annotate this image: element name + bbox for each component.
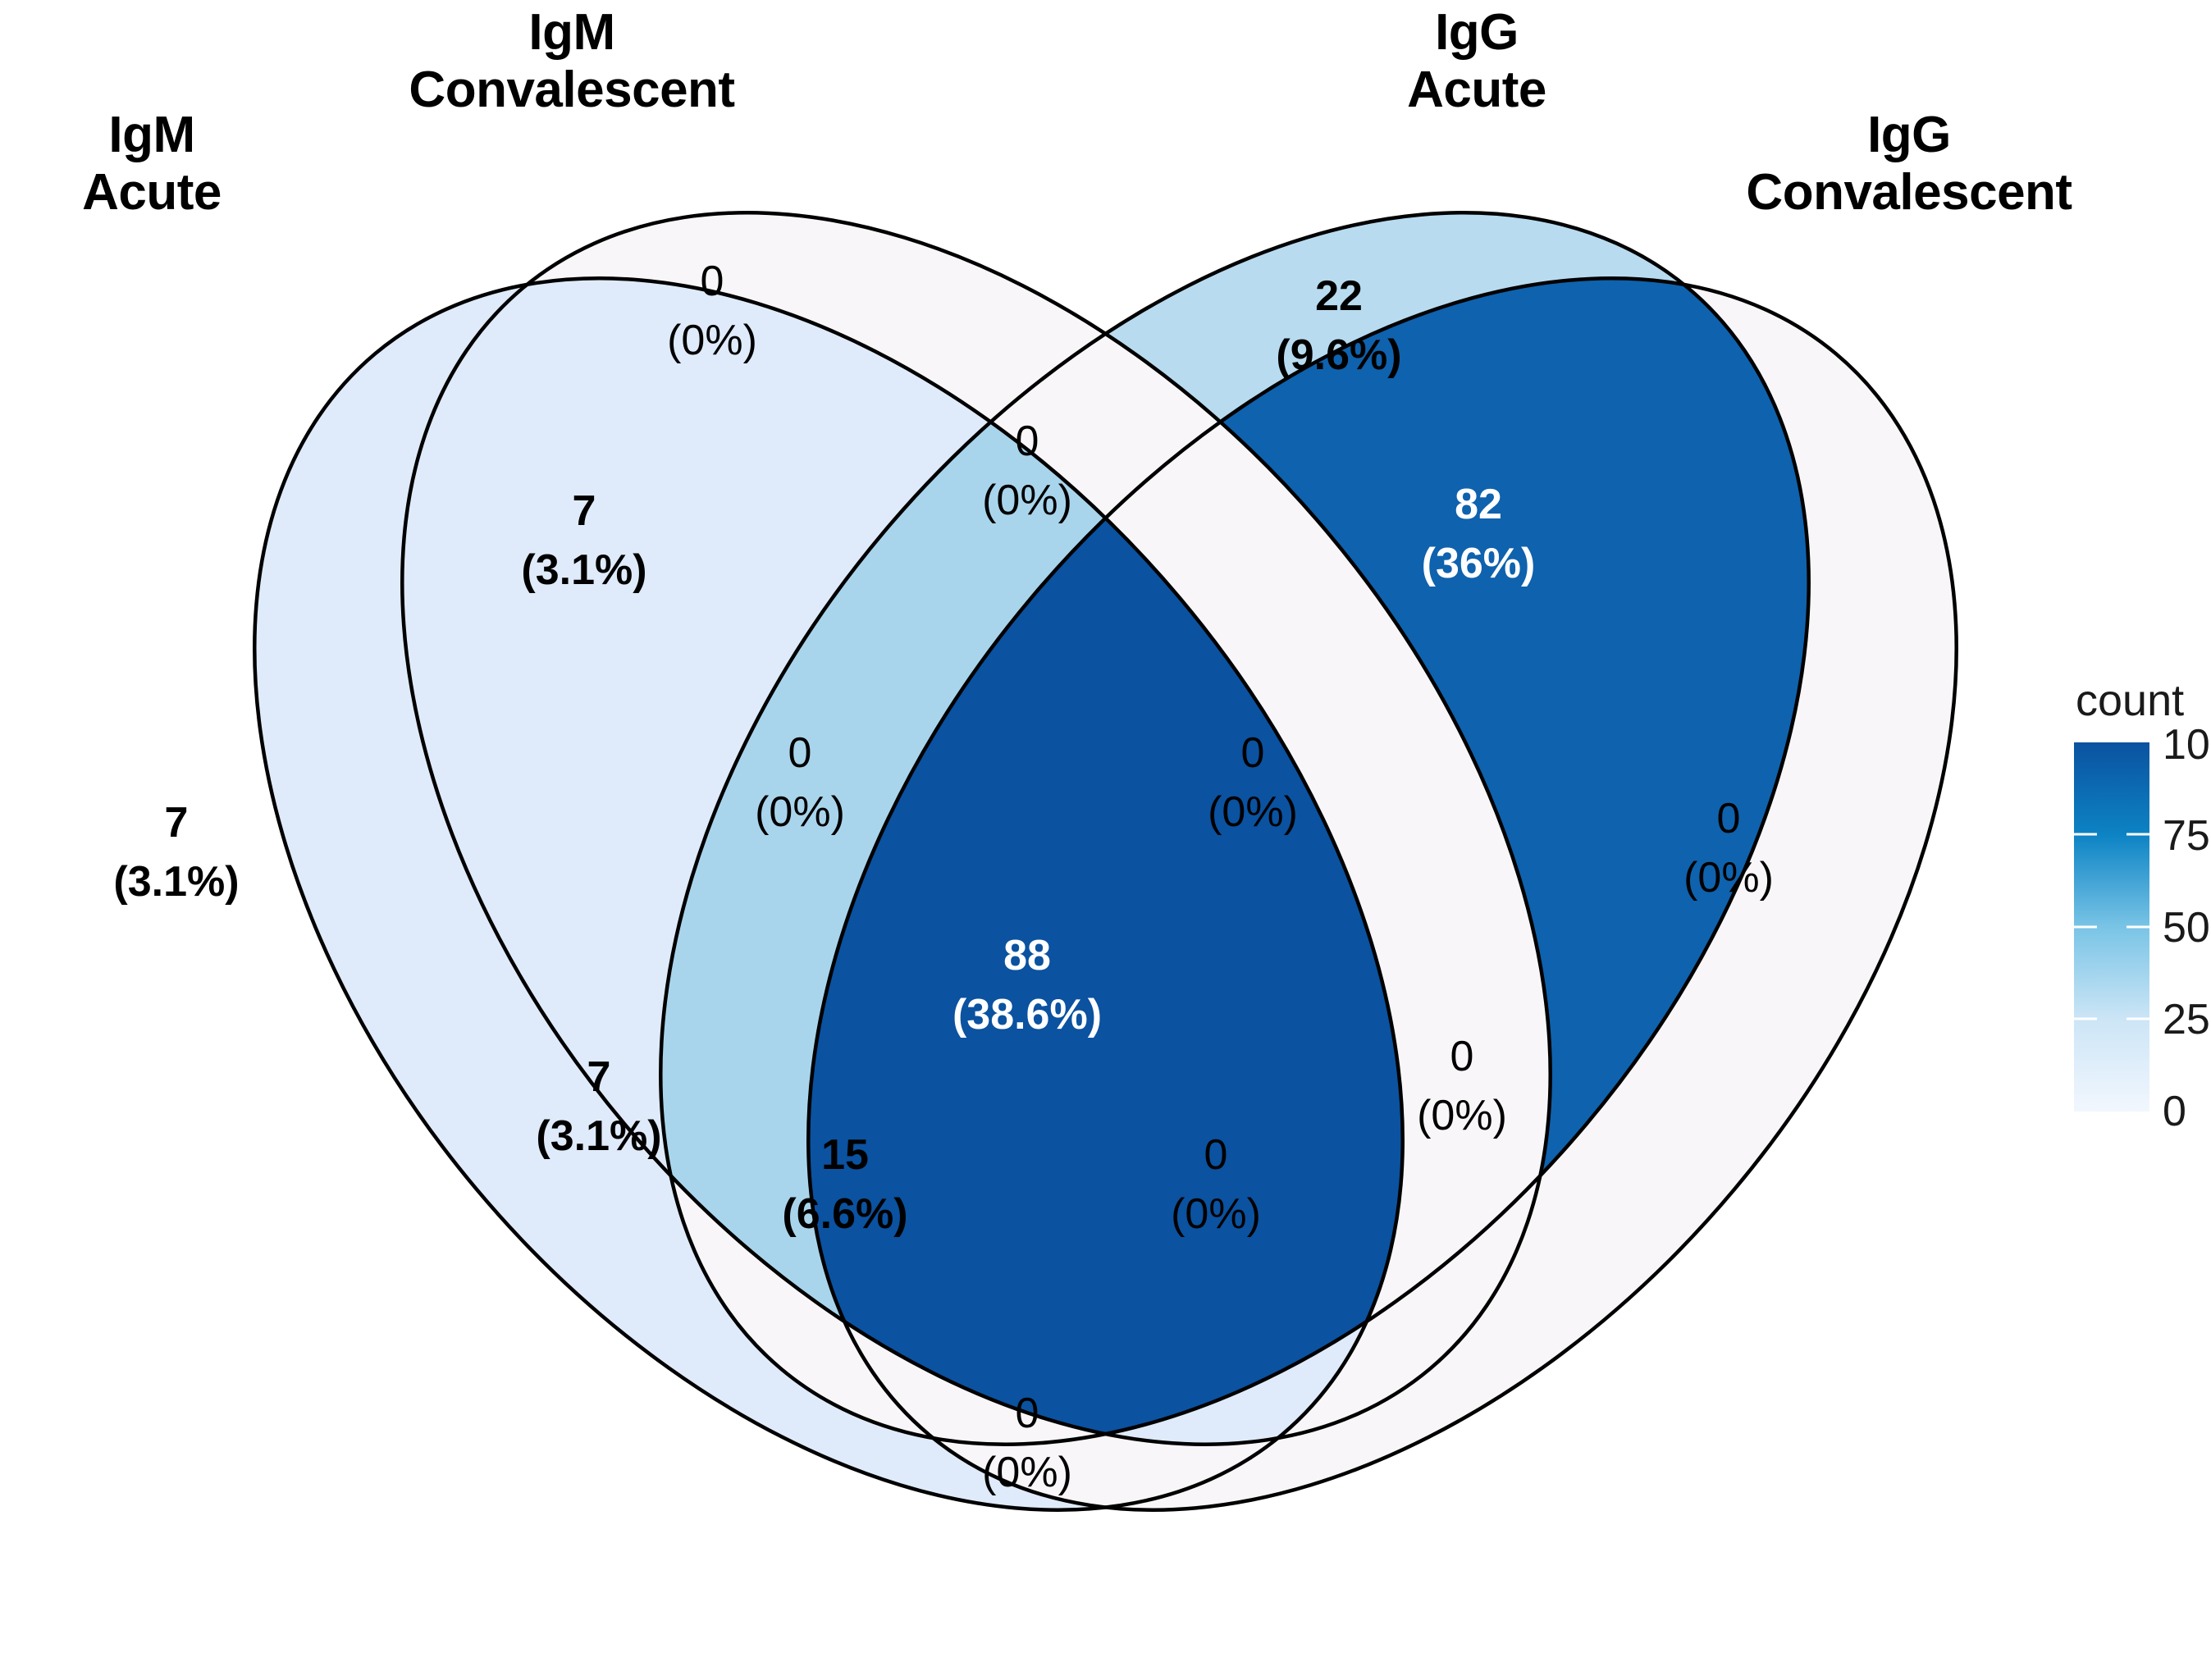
region-percent-c: (9.6%): [1276, 331, 1401, 379]
region-label-b-c-d: 0 (0%): [1208, 729, 1298, 836]
set-label-igg-acute-line2: Acute: [1407, 62, 1546, 118]
set-label-igg-acute: IgG Acute: [1407, 4, 1546, 118]
region-label-igm-acute-only: 7 (3.1%): [113, 799, 239, 906]
region-count-acd: 0: [1204, 1131, 1228, 1179]
legend-tick-0: 0: [2163, 1088, 2186, 1135]
set-label-igm-acute: IgM Acute: [82, 107, 222, 221]
region-count-abc: 0: [788, 729, 812, 777]
region-percent-abd: (3.1%): [536, 1112, 661, 1160]
region-label-a-b-c-upper: 0 (0%): [755, 729, 845, 836]
region-percent-15: (6.6%): [782, 1190, 907, 1238]
region-label-c-d: 82 (36%): [1422, 481, 1536, 587]
region-label-bottom: 0 (0%): [982, 1390, 1072, 1496]
set-label-igg-conv-line1: IgG: [1867, 107, 1951, 163]
set-label-igg-conv-line2: Convalescent: [1746, 164, 2072, 221]
set-label-igm-conv-line2: Convalescent: [409, 62, 734, 118]
region-percent-abc: (0%): [755, 788, 845, 836]
region-label-igg-acute-only: 22 (9.6%): [1276, 272, 1401, 379]
region-percent-d: (0%): [1683, 854, 1774, 902]
region-count-cd: 82: [1455, 481, 1502, 528]
region-percent-acd: (0%): [1171, 1190, 1261, 1238]
region-count-ad: 0: [1450, 1033, 1474, 1080]
legend-tick-25: 25: [2163, 996, 2210, 1043]
legend-tick-100: 100: [2163, 721, 2211, 769]
region-percent-ab: (3.1%): [521, 546, 646, 594]
region-label-all-four: 88 (38.6%): [952, 932, 1102, 1039]
set-label-igm-acute-line1: IgM: [108, 107, 194, 163]
legend-title: count: [2076, 676, 2184, 725]
region-percent-a: (3.1%): [113, 858, 239, 906]
legend-tick-50: 50: [2163, 904, 2210, 952]
region-percent-ad: (0%): [1417, 1092, 1507, 1139]
region-label-a-b-d: 7 (3.1%): [536, 1053, 661, 1160]
region-count-bcd: 0: [1241, 729, 1265, 777]
region-count-bottom: 0: [1016, 1390, 1039, 1437]
set-label-igm-acute-line2: Acute: [82, 164, 222, 221]
region-label-a-d: 0 (0%): [1417, 1033, 1507, 1139]
region-count-bc: 0: [1016, 418, 1039, 465]
region-label-igm-convalescent-only: 0 (0%): [667, 258, 757, 364]
set-label-igg-acute-line1: IgG: [1435, 4, 1519, 61]
set-label-igm-convalescent: IgM Convalescent: [409, 4, 735, 118]
set-label-igg-convalescent: IgG Convalescent: [1746, 107, 2072, 221]
region-count-a: 7: [165, 799, 189, 847]
region-count-b: 0: [701, 258, 724, 305]
region-count-c: 22: [1315, 272, 1363, 320]
region-count-abcd: 88: [1003, 932, 1051, 979]
region-percent-bc: (0%): [982, 477, 1072, 524]
legend-tick-75: 75: [2163, 812, 2210, 860]
legend: count 100 75 50 25 0: [2074, 676, 2211, 1135]
region-count-d: 0: [1717, 795, 1741, 842]
region-percent-abcd: (38.6%): [952, 991, 1102, 1039]
region-percent-bcd: (0%): [1208, 788, 1298, 836]
region-percent-b: (0%): [667, 317, 757, 364]
region-label-a-b: 7 (3.1%): [521, 487, 646, 594]
region-label-15: 15 (6.6%): [782, 1131, 907, 1238]
region-percent-cd: (36%): [1422, 540, 1536, 587]
region-label-a-c-d: 0 (0%): [1171, 1131, 1261, 1238]
region-count-ab: 7: [573, 487, 596, 535]
region-percent-bottom: (0%): [982, 1449, 1072, 1496]
region-label-igg-convalescent-only: 0 (0%): [1683, 795, 1774, 902]
set-label-igm-conv-line1: IgM: [528, 4, 614, 61]
region-count-abd: 7: [587, 1053, 611, 1101]
region-label-b-c: 0 (0%): [982, 418, 1072, 524]
region-count-15: 15: [821, 1131, 869, 1179]
